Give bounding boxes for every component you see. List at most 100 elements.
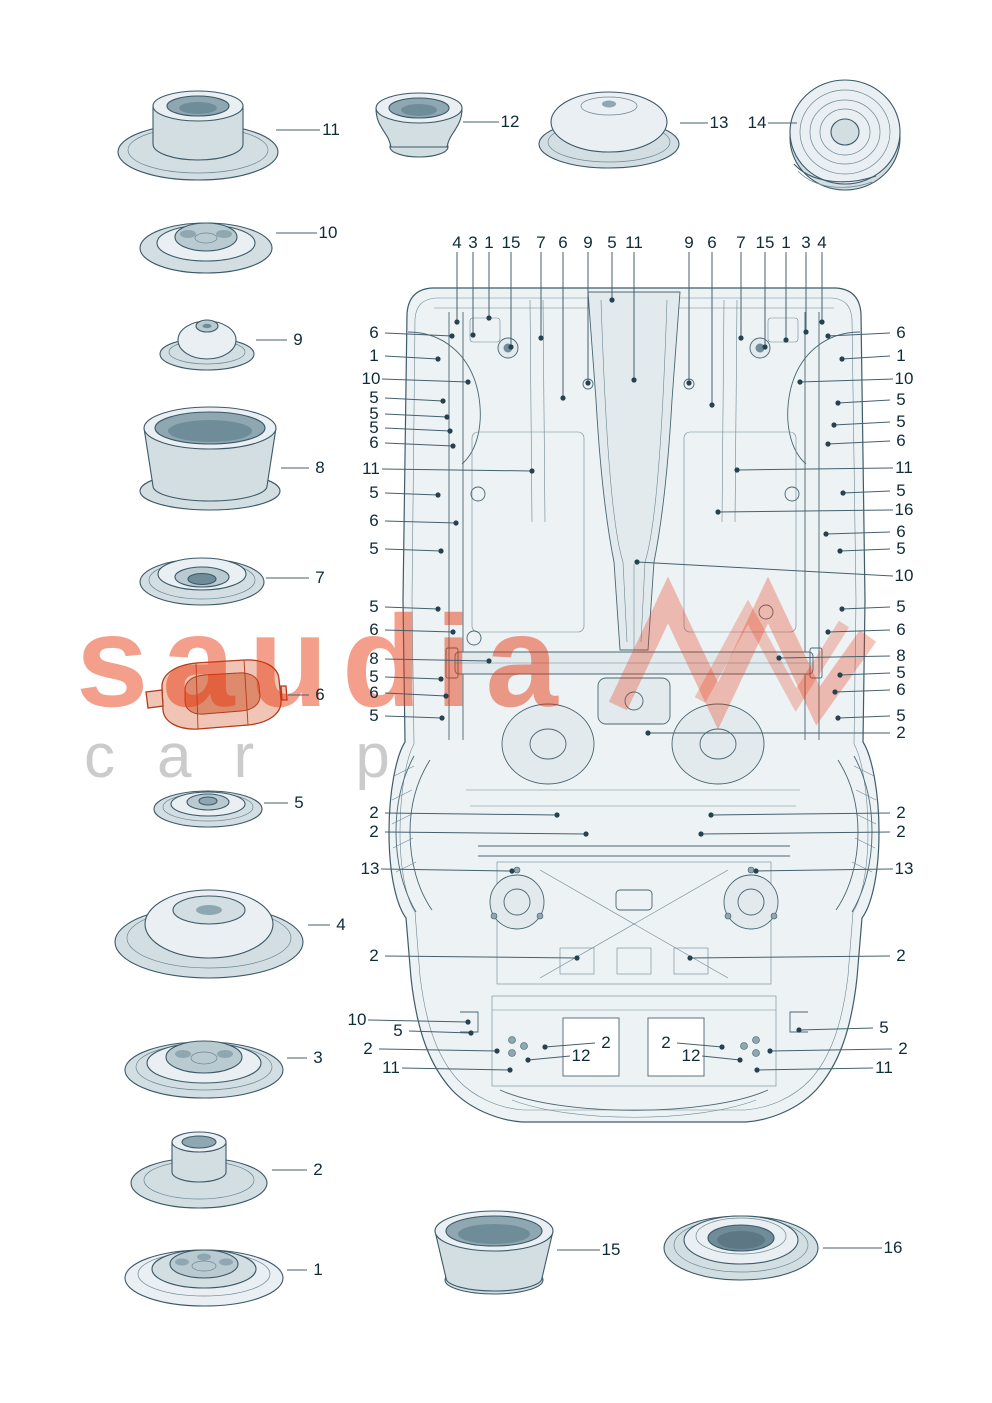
callout-number: 6 bbox=[369, 323, 379, 342]
callout-number: 1 bbox=[781, 233, 791, 252]
part-illustration-5 bbox=[150, 772, 266, 841]
part-illustration-2 bbox=[126, 1118, 274, 1219]
part-number-label: 6 bbox=[315, 685, 325, 704]
callout-number: 5 bbox=[607, 233, 617, 252]
part-illustration-10 bbox=[136, 198, 278, 289]
callout-number: 4 bbox=[817, 233, 827, 252]
part-illustration-6-highlighted bbox=[140, 648, 292, 747]
callout-number: 15 bbox=[755, 233, 775, 252]
callout-number: 8 bbox=[369, 649, 379, 668]
part-3-drawing bbox=[124, 1040, 284, 1099]
part-illustration-14 bbox=[786, 76, 904, 203]
callout-number: 10 bbox=[347, 1010, 367, 1029]
part-number-label: 15 bbox=[601, 1240, 621, 1259]
part-number-label: 14 bbox=[747, 113, 767, 132]
callout-number: 11 bbox=[625, 233, 643, 252]
part-16-drawing bbox=[663, 1215, 819, 1281]
part-number-label: 10 bbox=[318, 223, 338, 242]
callout-number: 2 bbox=[898, 1039, 908, 1058]
callout-number: 6 bbox=[369, 433, 379, 452]
callout-number: 5 bbox=[879, 1018, 889, 1037]
callout-number: 5 bbox=[896, 663, 906, 682]
part-number-label: 8 bbox=[315, 458, 325, 477]
callout-number: 5 bbox=[369, 483, 379, 502]
callout-number: 5 bbox=[369, 418, 379, 437]
callout-number: 5 bbox=[369, 667, 379, 686]
callout-number: 13 bbox=[360, 859, 380, 878]
part-number-label: 4 bbox=[336, 915, 346, 934]
callout-number: 2 bbox=[363, 1039, 373, 1058]
callout-number: 5 bbox=[369, 404, 379, 423]
callout-number: 6 bbox=[707, 233, 717, 252]
callout-number: 1 bbox=[369, 346, 379, 365]
part-10-drawing bbox=[139, 222, 273, 274]
callout-number: 5 bbox=[369, 388, 379, 407]
callout-number: 5 bbox=[369, 597, 379, 616]
callout-number: 3 bbox=[801, 233, 811, 252]
part-illustration-7 bbox=[136, 534, 268, 623]
callout-number: 6 bbox=[896, 431, 906, 450]
callout-number: 6 bbox=[896, 620, 906, 639]
callout-number: 12 bbox=[681, 1046, 701, 1065]
callout-number: 6 bbox=[896, 323, 906, 342]
part-illustration-8 bbox=[136, 396, 284, 519]
callout-number: 13 bbox=[894, 859, 914, 878]
part-illustration-1 bbox=[120, 1224, 290, 1319]
part-2-drawing bbox=[130, 1131, 268, 1209]
callout-number: 10 bbox=[894, 566, 914, 585]
part-number-label: 7 bbox=[315, 568, 325, 587]
part-illustration-3 bbox=[120, 1016, 290, 1111]
callout-number: 2 bbox=[369, 803, 379, 822]
part-illustration-9 bbox=[156, 306, 258, 381]
callout-number: 1 bbox=[484, 233, 494, 252]
part-number-label: 5 bbox=[294, 793, 304, 812]
callout-number: 5 bbox=[896, 706, 906, 725]
part-number-label: 12 bbox=[500, 112, 520, 131]
callout-number: 2 bbox=[896, 723, 906, 742]
part-number-label: 1 bbox=[313, 1260, 323, 1279]
callout-number: 7 bbox=[536, 233, 546, 252]
part-illustration-12 bbox=[372, 86, 467, 173]
callout-number: 6 bbox=[369, 620, 379, 639]
callout-number: 2 bbox=[369, 822, 379, 841]
callout-number: 10 bbox=[894, 369, 914, 388]
callout-number: 5 bbox=[393, 1021, 403, 1040]
part-15-drawing bbox=[434, 1210, 554, 1295]
callout-number: 16 bbox=[894, 500, 914, 519]
callout-number: 5 bbox=[896, 390, 906, 409]
callout-number: 11 bbox=[362, 459, 380, 478]
part-number-label: 3 bbox=[313, 1048, 323, 1067]
callout-number: 15 bbox=[501, 233, 521, 252]
callout-number: 11 bbox=[875, 1058, 893, 1077]
callout-number: 7 bbox=[736, 233, 746, 252]
callout-number: 5 bbox=[896, 597, 906, 616]
callout-number: 4 bbox=[452, 233, 462, 252]
callout-number: 2 bbox=[896, 946, 906, 965]
car-underbody-drawing bbox=[388, 287, 880, 1123]
callout-number: 8 bbox=[896, 646, 906, 665]
callout-number: 6 bbox=[896, 680, 906, 699]
part-9-drawing bbox=[159, 319, 255, 371]
callout-number: 10 bbox=[361, 369, 381, 388]
part-5-drawing bbox=[153, 790, 263, 828]
callout-number: 5 bbox=[896, 481, 906, 500]
callout-number: 12 bbox=[571, 1046, 591, 1065]
part-illustration-15 bbox=[430, 1204, 560, 1303]
part-1-drawing bbox=[124, 1249, 284, 1307]
callout-number: 5 bbox=[896, 539, 906, 558]
callout-number: 2 bbox=[601, 1033, 611, 1052]
part-illustration-4 bbox=[110, 866, 310, 991]
part-11-drawing bbox=[117, 90, 279, 181]
part-illustration-16 bbox=[660, 1190, 824, 1301]
callout-number: 9 bbox=[684, 233, 694, 252]
callout-number: 6 bbox=[896, 522, 906, 541]
callout-number: 5 bbox=[369, 706, 379, 725]
part-illustration-11 bbox=[113, 78, 283, 191]
part-4-drawing bbox=[114, 889, 304, 979]
part-illustration-13 bbox=[536, 80, 682, 179]
part-number-label: 13 bbox=[709, 113, 729, 132]
callout-number: 11 bbox=[895, 458, 913, 477]
part-number-label: 16 bbox=[883, 1238, 903, 1257]
callout-number: 11 bbox=[382, 1058, 400, 1077]
